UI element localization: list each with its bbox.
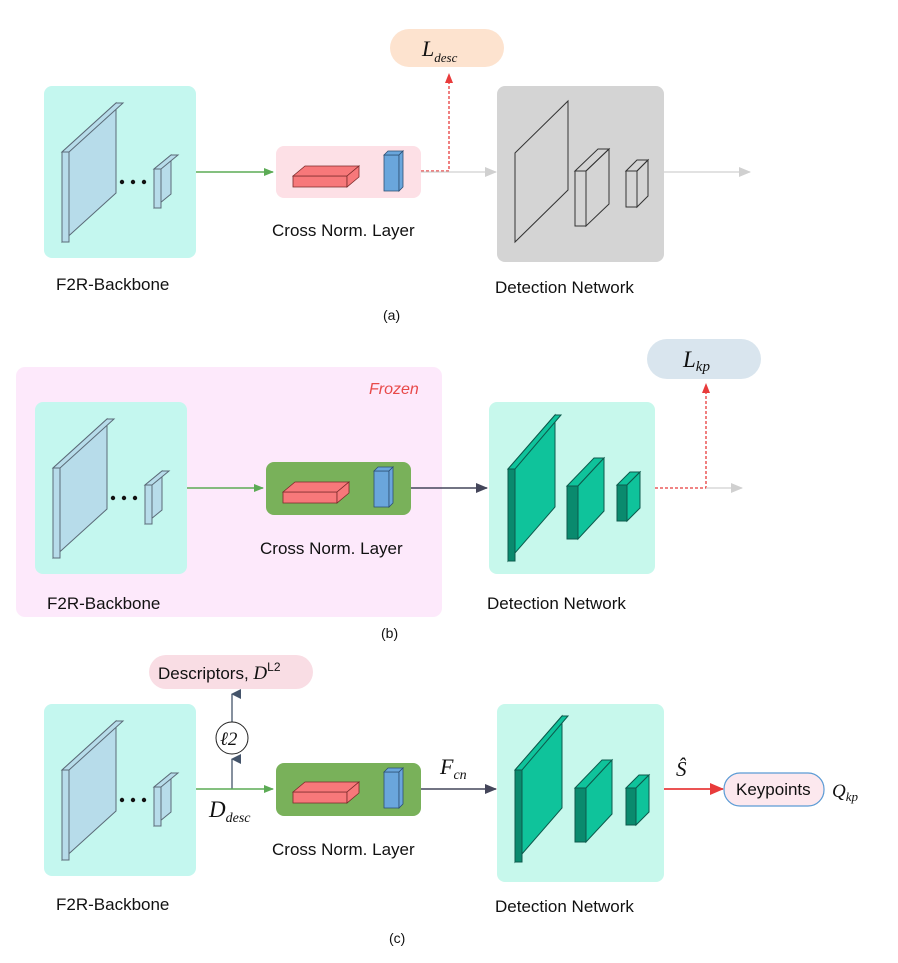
d-desc-label-c: Ddesc [208,797,251,826]
loss-symbol-b: Lkp [682,347,710,375]
ellipsis-dots-b [110,495,138,501]
slab-icon-a [291,165,361,188]
backbone-label-a: F2R-Backbone [56,275,169,294]
s-hat-label-c: Ŝ [676,757,687,781]
detection-label-a: Detection Network [495,278,634,297]
panel-b: Frozen F2R-Backbone Cross Norm. L [16,339,761,641]
f-cn-label-c: Fcn [439,754,467,783]
small-layer-icon-b [143,469,171,526]
loss-pill-a [390,29,504,67]
detection-label-b: Detection Network [487,594,626,613]
slab-icon-b [281,481,351,504]
loss-symbol-a: Ldesc [421,36,458,65]
ellipsis-dots-c [119,797,147,803]
cross-norm-label-a: Cross Norm. Layer [272,221,415,240]
detection-layers-icon-a [514,99,650,244]
ellipsis-dots-a [119,179,147,185]
backbone-layer-icon-c [60,719,125,862]
bar-icon-b [373,466,394,508]
small-layer-icon-c [152,771,180,828]
cross-norm-label-b: Cross Norm. Layer [260,539,403,558]
detection-label-c: Detection Network [495,897,634,916]
descriptors-label-c: Descriptors, DL2 [158,660,281,684]
frozen-label-b: Frozen [369,381,419,398]
backbone-layer-icon-b [51,417,116,560]
panel-a: F2R-Backbone Cross Norm. Layer Ldesc [44,29,751,323]
l2-norm-label-c: ℓ2 [220,729,238,750]
small-layer-icon-a [152,153,180,210]
bar-icon-c [383,767,404,809]
panel-c: Descriptors, DL2 ℓ2 F2R-Backbone Ddesc [44,655,859,946]
q-kp-label-c: Qkp [832,781,859,804]
caption-a: (a) [383,307,400,323]
backbone-label-b: F2R-Backbone [47,594,160,613]
cross-norm-label-c: Cross Norm. Layer [272,840,415,859]
descriptors-pill-c [149,655,313,689]
caption-b: (b) [381,625,398,641]
backbone-label-c: F2R-Backbone [56,895,169,914]
caption-c: (c) [389,930,405,946]
keypoints-label-c: Keypoints [736,780,811,799]
backbone-layer-icon-a [60,101,125,244]
detection-layers-icon-c [513,714,651,864]
slab-icon-c [291,781,361,804]
loss-arrow-b [655,383,710,489]
keypoints-pill-c [723,772,825,807]
loss-pill-b [647,339,761,379]
loss-arrow-a [421,73,453,172]
detection-layers-icon-b [506,413,642,563]
bar-icon-a [383,150,404,192]
